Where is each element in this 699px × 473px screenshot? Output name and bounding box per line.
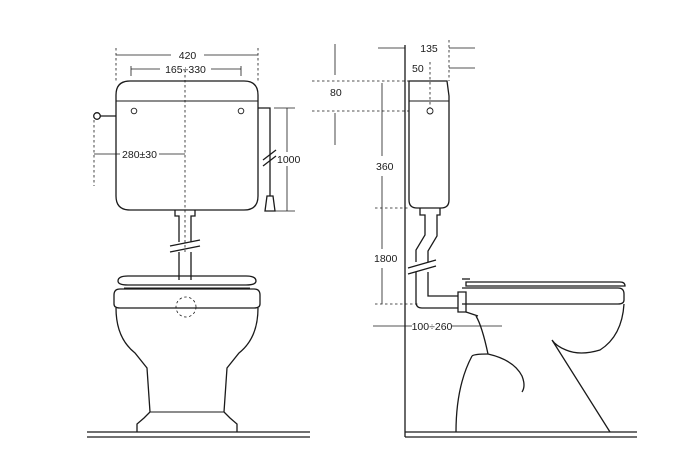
front-dimensions: 420 165÷330 280±30 1000 <box>93 48 301 212</box>
side-pipe-connector <box>457 291 467 313</box>
dim-420-label: 420 <box>179 50 197 62</box>
side-bowl-back <box>455 311 479 433</box>
front-flush-pipe-top <box>174 210 196 242</box>
side-inlet-hole <box>426 107 434 115</box>
front-fixing-hole-left <box>130 107 138 115</box>
front-pipe-break-1 <box>169 239 201 247</box>
side-bowl-rim <box>462 287 625 305</box>
front-bowl-body <box>115 307 259 432</box>
front-pull-handle <box>264 195 276 212</box>
dim-50-label: 50 <box>412 63 424 75</box>
front-pipe-break-2 <box>169 245 201 253</box>
side-bowl-trap <box>471 353 489 357</box>
side-seat-lid <box>465 281 626 287</box>
dim-1000-label: 1000 <box>277 154 301 166</box>
front-pull-cord <box>258 107 271 196</box>
side-dimensions: 135 50 80 360 1800 100÷260 <box>312 40 502 333</box>
side-flush-pipe-lower <box>415 272 458 309</box>
dim-1000-break-2 <box>262 155 277 167</box>
dim-80-label: 80 <box>330 87 342 99</box>
side-flush-pipe <box>415 208 441 262</box>
dim-1800-label: 1800 <box>374 253 398 265</box>
dim-100-260-label: 100÷260 <box>412 321 453 333</box>
front-seat-lid <box>117 275 257 286</box>
front-flush-pipe-bottom <box>178 252 192 280</box>
front-fixing-hole-right <box>237 107 245 115</box>
front-flush-lever-knob <box>93 112 101 120</box>
side-pipe-break-1 <box>407 259 437 269</box>
side-pipe-break-2 <box>407 265 437 275</box>
side-bowl-front <box>551 303 625 433</box>
dim-280-label: 280±30 <box>122 149 157 161</box>
front-view <box>87 70 310 438</box>
front-cistern-tank <box>115 80 259 211</box>
side-bowl-inner <box>475 315 525 393</box>
side-cistern-tank <box>408 80 450 209</box>
front-outlet-circle <box>175 296 197 318</box>
front-bowl-rim <box>113 288 261 309</box>
dim-135-label: 135 <box>420 43 438 55</box>
dim-1000-break-1 <box>262 149 277 161</box>
side-view <box>404 45 637 438</box>
dim-360-label: 360 <box>376 161 394 173</box>
dim-165-330-label: 165÷330 <box>165 64 206 76</box>
